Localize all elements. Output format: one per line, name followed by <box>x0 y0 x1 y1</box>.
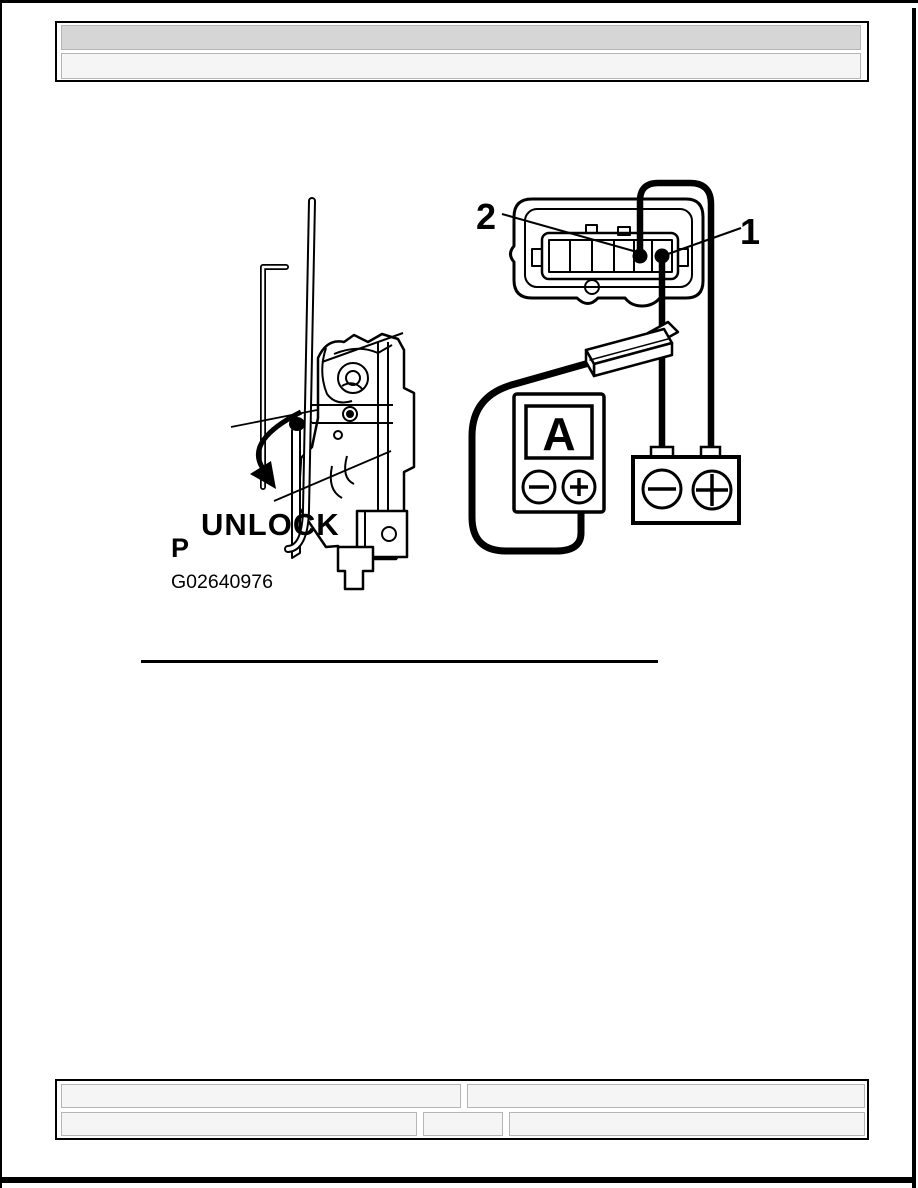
ammeter-body <box>512 392 606 514</box>
battery-plus-terminal <box>691 469 733 511</box>
page-border-left <box>0 0 2 1188</box>
battery-minus-terminal <box>641 468 683 510</box>
header-table-title-cell <box>61 25 861 50</box>
lock-rod <box>284 197 316 553</box>
footer-table-r2c3 <box>509 1112 865 1136</box>
figure-callouts: 2 1 UNLOCK P G02640976 <box>171 196 760 593</box>
ammeter-plus-terminal <box>561 469 597 505</box>
ammeter-probe-cable <box>468 359 593 555</box>
footer-table-r1c2 <box>467 1084 865 1108</box>
footer-table-r2c1 <box>61 1112 417 1136</box>
lock-body-outline <box>296 332 416 561</box>
ammeter-illustration: A <box>512 392 606 514</box>
page-border-top <box>0 0 918 3</box>
header-table <box>55 21 869 82</box>
connector-left-tab <box>531 248 543 267</box>
current-clamp-probe <box>584 320 680 378</box>
footer-table-r2c2 <box>423 1112 503 1136</box>
rotation-arrow-head <box>250 461 276 489</box>
battery-illustration <box>631 445 741 525</box>
rotation-arrow <box>255 409 303 469</box>
door-lock-current-test-figure: A 2 1 UNLOCK P G02640976 <box>171 179 760 593</box>
pin-row <box>548 239 673 273</box>
callout-1-label: 1 <box>740 211 760 252</box>
actuator-connector <box>336 509 409 591</box>
callout-2-label: 2 <box>476 196 496 237</box>
connector-index-hole <box>584 279 600 295</box>
connector-key-1 <box>585 224 598 234</box>
footer-table-r1c1 <box>61 1084 461 1108</box>
position-label: P <box>171 533 189 563</box>
lock-lever-pivot <box>289 417 305 431</box>
page-border-right <box>912 8 916 1188</box>
footer-table <box>55 1079 869 1140</box>
pin-dividers <box>569 240 653 272</box>
test-wiring <box>468 179 715 555</box>
section-underline <box>141 660 658 663</box>
unlock-label: UNLOCK <box>201 507 340 542</box>
callout-1-leader <box>667 227 742 255</box>
connector-key-2 <box>617 226 631 236</box>
lock-annotations <box>230 409 392 502</box>
page-border-bottom <box>0 1177 913 1183</box>
connector-inner-outline <box>524 208 693 288</box>
figure-code: G02640976 <box>171 571 273 593</box>
lock-control-rod <box>260 264 289 490</box>
door-lock-actuator-illustration <box>230 197 416 591</box>
callout-2-leader <box>501 213 638 253</box>
wire-terminal2-to-battery-positive <box>636 179 715 450</box>
header-table-subtitle-cell <box>61 53 861 79</box>
ammeter-display-label: A <box>542 408 575 460</box>
ammeter-minus-terminal <box>521 469 557 505</box>
ammeter-display <box>524 404 594 460</box>
